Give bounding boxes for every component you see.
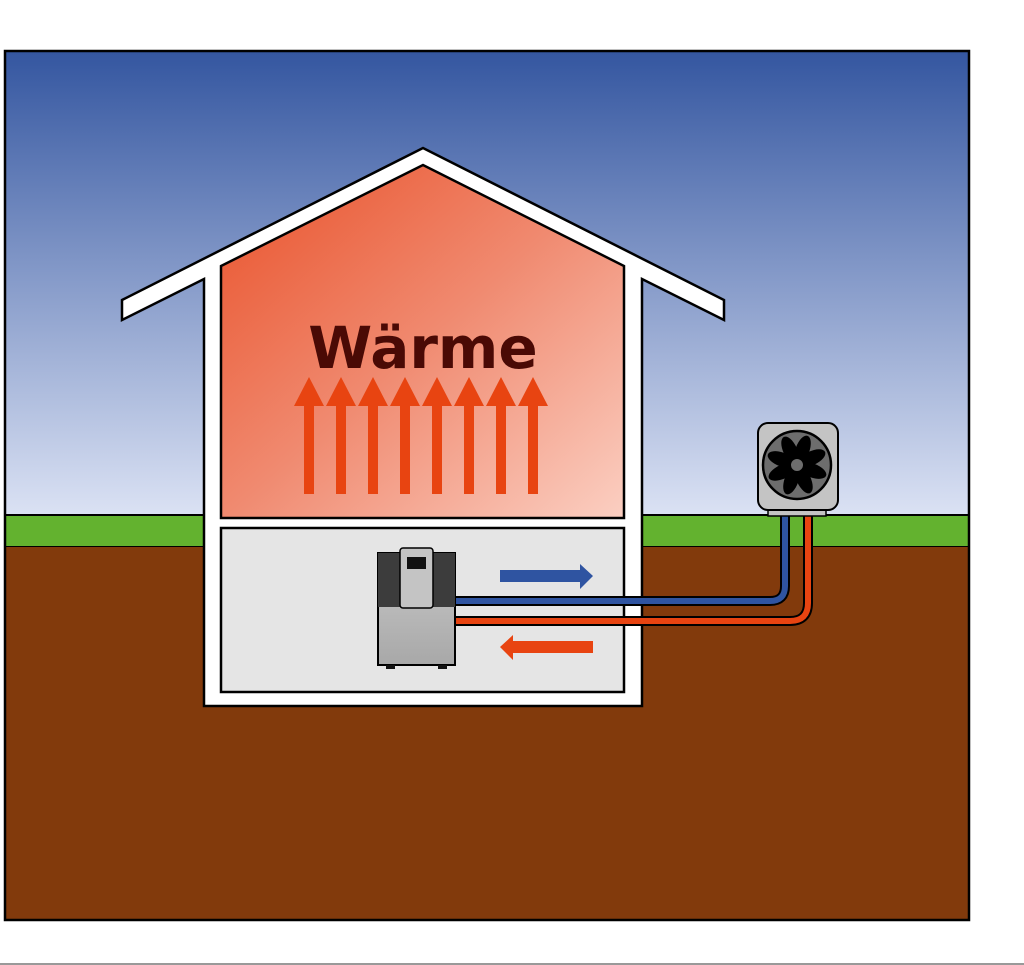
outdoor-fan-unit <box>757 422 839 517</box>
heat-up-arrow <box>454 377 484 494</box>
flow-arrow-right <box>500 564 593 589</box>
pipes <box>455 512 813 626</box>
heat-label: Wärme <box>308 314 537 382</box>
heat-up-arrow <box>358 377 388 494</box>
heat-up-arrow <box>326 377 356 494</box>
heat-up-arrow <box>294 377 324 494</box>
heat-up-arrow <box>390 377 420 494</box>
heat-arrows <box>294 377 548 494</box>
frame <box>3 49 971 922</box>
heat-up-arrow <box>422 377 452 494</box>
heat-up-arrow <box>486 377 516 494</box>
heat-up-arrow <box>518 377 548 494</box>
indoor-unit <box>377 547 456 669</box>
flow-arrow-left <box>500 635 593 660</box>
upper-room <box>219 163 626 520</box>
